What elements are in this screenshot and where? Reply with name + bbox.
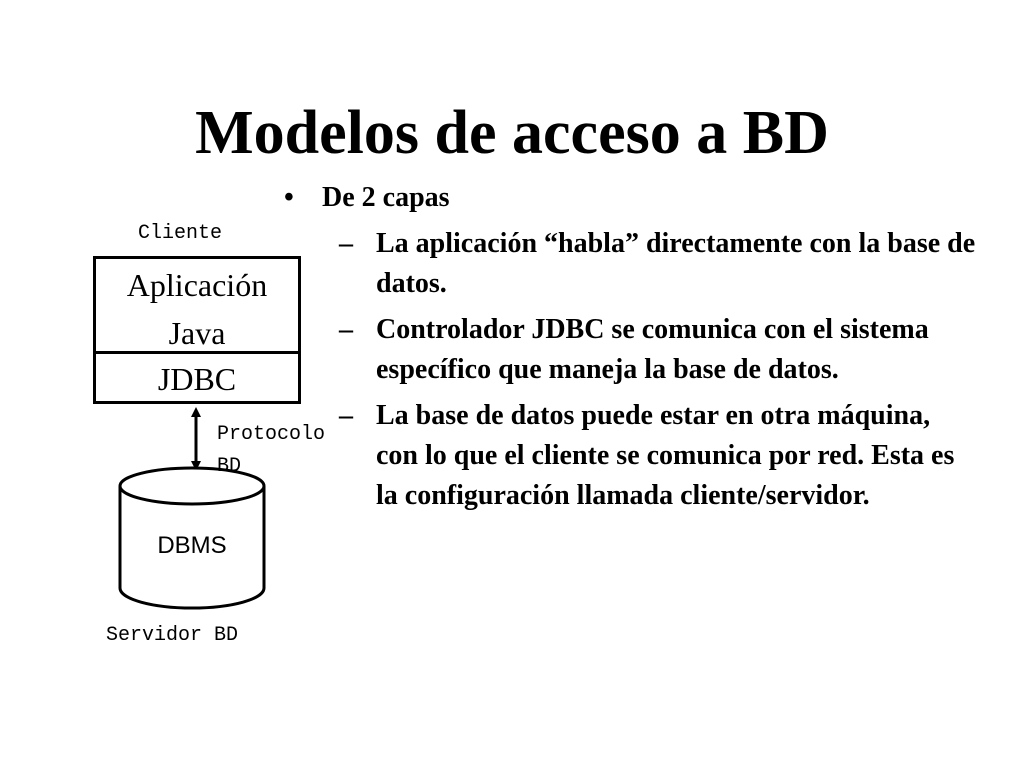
bullet-main-text: De 2 capas — [322, 182, 450, 213]
dbms-cylinder — [118, 466, 266, 610]
protocol-label: Protocolo BD — [217, 419, 325, 483]
jdbc-divider — [96, 351, 298, 354]
java-app-label-line1: Aplicación — [126, 267, 268, 303]
sub-bullet-marker: – — [339, 400, 353, 431]
client-label: Cliente — [138, 222, 223, 245]
sub-bullet: – La base de datos puede estar en otra m… — [284, 396, 1004, 516]
protocol-label-line2: BD — [217, 455, 242, 478]
bullet-marker: • — [284, 182, 294, 213]
sub-bullet: – Controlador JDBC se comunica con el si… — [284, 310, 1004, 390]
protocol-label-line1: Protocolo — [217, 423, 326, 446]
sub-bullet-marker: – — [339, 228, 353, 259]
slide-title: Modelos de acceso a BD — [195, 99, 829, 167]
sub-bullet-text: La base de datos puede estar en otra máq… — [376, 400, 955, 511]
sub-bullet-marker: – — [339, 314, 353, 345]
sub-bullet-text: Controlador JDBC se comunica con el sist… — [376, 314, 929, 385]
server-label: Servidor BD — [106, 624, 239, 647]
sub-bullet-text: La aplicación “habla” directamente con l… — [376, 228, 976, 299]
bullet-main: • De 2 capas — [284, 178, 1004, 218]
jdbc-layer-label: JDBC — [157, 361, 237, 397]
java-app-label-line2: Java — [168, 315, 226, 351]
client-box: Aplicación Java JDBC — [93, 256, 301, 404]
bullet-list: • De 2 capas – La aplicación “habla” dir… — [284, 178, 1004, 516]
sub-bullet: – La aplicación “habla” directamente con… — [284, 224, 1004, 304]
dbms-label: DBMS — [157, 532, 227, 559]
